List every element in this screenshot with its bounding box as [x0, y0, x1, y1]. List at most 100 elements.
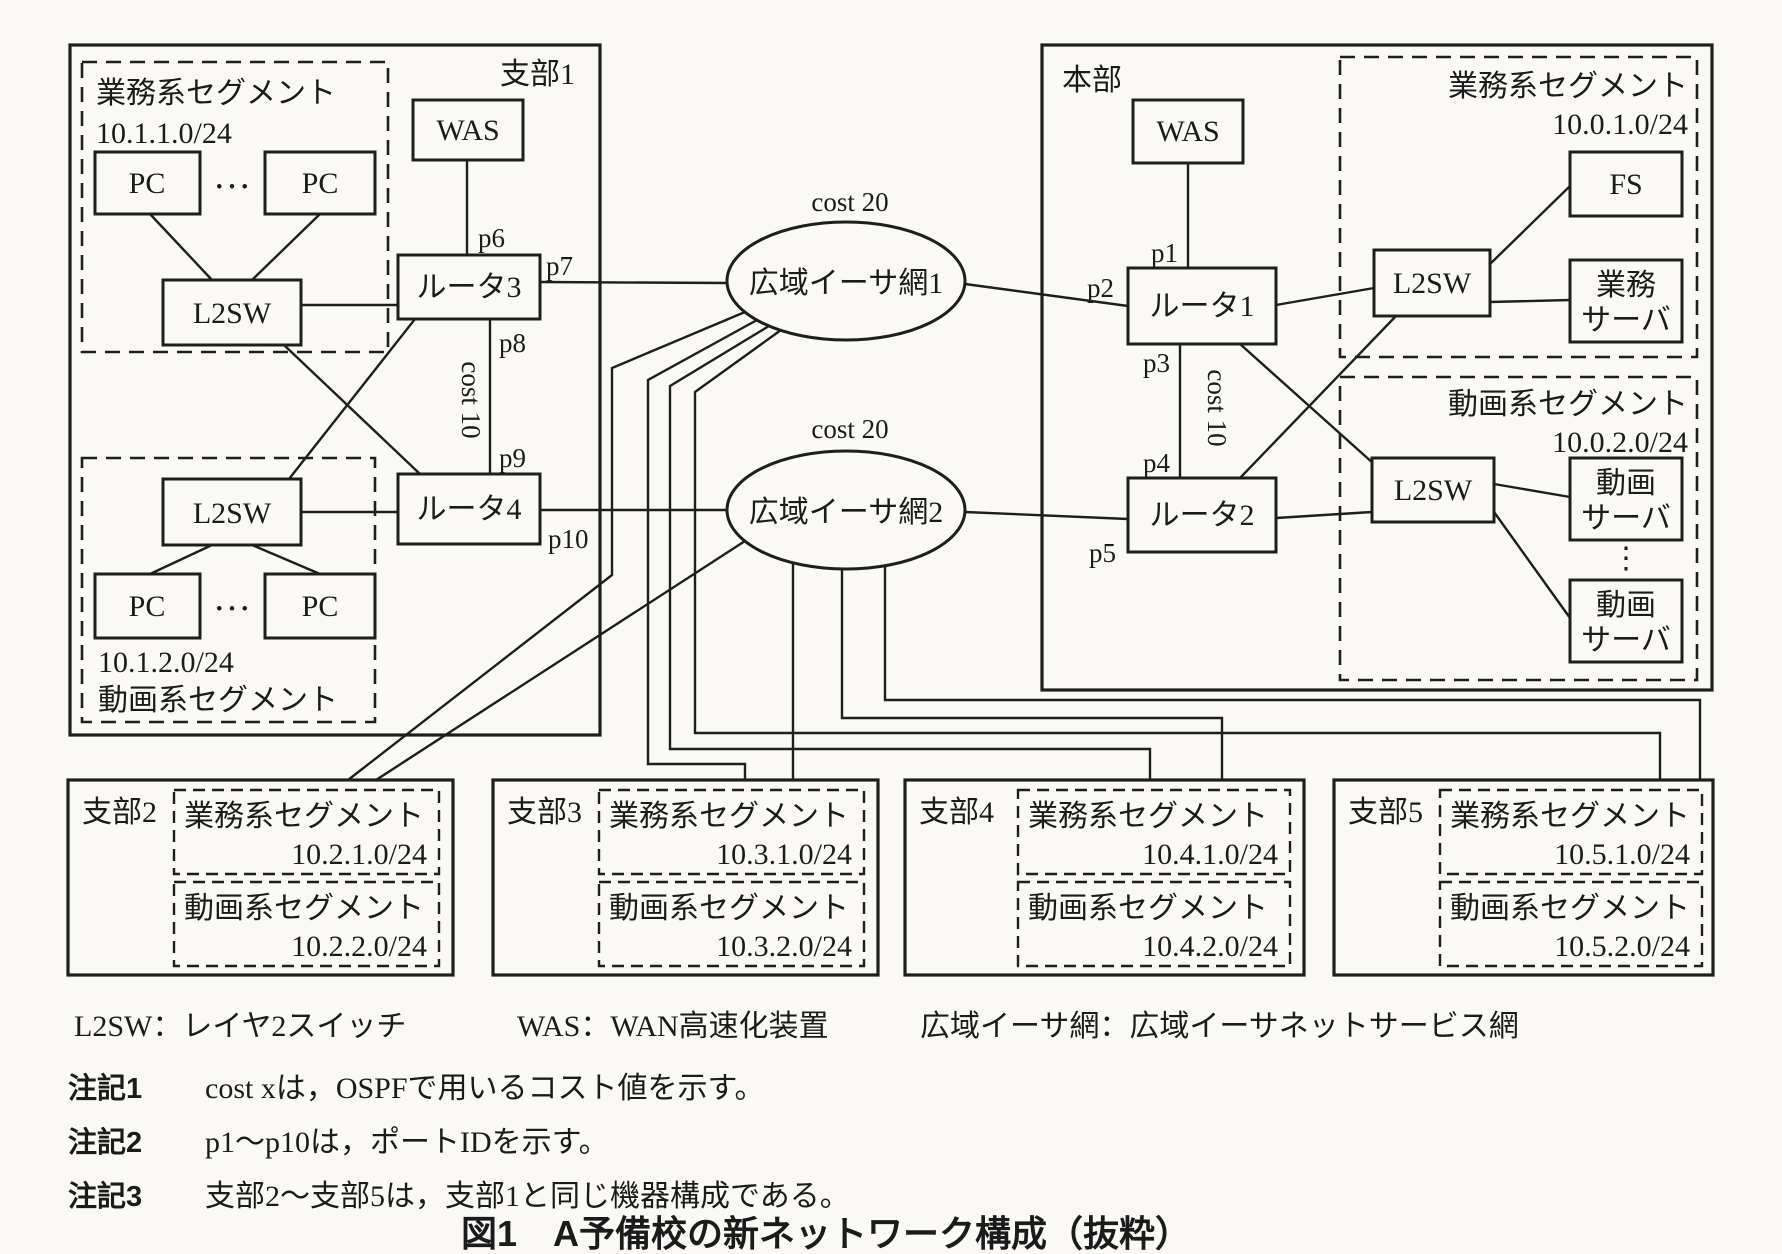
branch1-video-segment-label: 動画系セグメント [98, 684, 338, 717]
branch1-biz-segment-box [80, 60, 390, 354]
trunk-wan1-branch2 [347, 310, 746, 781]
was-box [1131, 98, 1245, 165]
biz-server-label-line1: 業務 [1596, 269, 1656, 302]
branch3-biz-segment-box [597, 788, 866, 876]
link-l2sw-top-router4 [283, 344, 421, 475]
video-server-label-line2: サーバ [1581, 502, 1671, 535]
branch3-video-cidr: 10.3.2.0/24 [716, 930, 852, 963]
fs-box [1568, 150, 1684, 218]
note1-text: cost xは，OSPFで用いるコスト値を示す。 [205, 1072, 765, 1105]
branch1-cost10-label: cost 10 [456, 361, 486, 438]
link-wan2-router2 [964, 510, 1129, 521]
branch5-video-segment-label: 動画系セグメント [1450, 892, 1690, 925]
pc-label: PC [302, 167, 339, 200]
pc-box [263, 572, 377, 640]
ellipsis-dots: … [213, 155, 251, 197]
hq-video-segment-box [1338, 375, 1699, 682]
video-server-label-line2: サーバ [1581, 624, 1671, 657]
trunk-wan1-branch5 [693, 329, 1662, 780]
wan1-label: 広域イーサ網1 [749, 267, 943, 300]
branch1-label: 支部1 [500, 58, 575, 91]
pc-label: PC [302, 590, 339, 623]
pc-box [93, 572, 202, 640]
hq-biz-cidr: 10.0.1.0/24 [1552, 108, 1688, 141]
legend-wan: 広域イーサ網：広域イーサネットサービス網 [920, 1010, 1519, 1043]
branch5-biz-segment-box [1438, 788, 1704, 876]
link-l2sw-videoserver1 [1493, 482, 1571, 499]
fs-label: FS [1609, 168, 1642, 201]
branch3-biz-cidr: 10.3.1.0/24 [716, 838, 852, 871]
router4-box [396, 472, 542, 546]
figure-title: 図1 A予備校の新ネットワーク構成（抜粋） [461, 1213, 1191, 1254]
hq-video-cidr: 10.0.2.0/24 [1552, 426, 1688, 459]
branch1-video-cidr: 10.1.2.0/24 [98, 646, 234, 679]
video-server-box [1568, 456, 1684, 542]
branch1-biz-segment-label: 業務系セグメント [96, 77, 336, 110]
ellipsis-dots: … [213, 577, 251, 619]
port-p1-label: p1 [1151, 238, 1178, 268]
port-p6-label: p6 [478, 223, 505, 253]
wan1-cloud [725, 220, 967, 342]
port-p7-label: p7 [546, 251, 573, 281]
port-p8-label: p8 [499, 328, 526, 358]
link-l2sw-pc3 [149, 543, 213, 576]
link-router1-l2sw-biz [1275, 286, 1375, 307]
branch5-video-cidr: 10.5.2.0/24 [1554, 930, 1690, 963]
link-router2-l2sw-video [1275, 510, 1373, 520]
branch3-label: 支部3 [507, 796, 582, 829]
branch3-video-segment-box [597, 880, 866, 968]
branch5-video-segment-box [1438, 880, 1704, 968]
wan2-cost-label: cost 20 [811, 414, 888, 444]
router3-label: ルータ3 [417, 271, 522, 304]
biz-server-box [1568, 258, 1684, 344]
branch2-box [66, 778, 455, 977]
trunk-wan1-branch3 [646, 318, 758, 780]
branch2-biz-segment-label: 業務系セグメント [184, 800, 424, 833]
router3-box [396, 253, 542, 321]
l2sw-label: L2SW [193, 497, 272, 530]
port-p10-label: p10 [548, 524, 589, 554]
branch4-label: 支部4 [919, 796, 994, 829]
link-l2sw-videoserver2 [1493, 511, 1571, 619]
l2sw-box [1370, 456, 1496, 524]
link-wan1-router1 [964, 282, 1129, 308]
router2-box [1126, 476, 1278, 554]
branch5-biz-cidr: 10.5.1.0/24 [1554, 838, 1690, 871]
link-l2sw-bizserver [1489, 298, 1571, 304]
router2-label: ルータ2 [1150, 499, 1255, 532]
link-l2sw-pc4 [251, 543, 321, 576]
l2sw-box [161, 278, 303, 347]
link-pc2-l2sw [251, 213, 321, 281]
router1-label: ルータ1 [1150, 290, 1255, 323]
l2sw-box [161, 477, 303, 547]
video-server-box [1568, 578, 1684, 664]
branch1-video-segment-box [80, 456, 377, 724]
branch4-video-segment-box [1016, 880, 1292, 968]
biz-server-label-line2: サーバ [1581, 304, 1671, 337]
was-box [411, 98, 525, 162]
hq-box [1040, 43, 1714, 692]
hq-biz-segment-box [1338, 55, 1699, 359]
note1-tag: 注記1 [68, 1071, 142, 1105]
l2sw-label: L2SW [1394, 474, 1473, 507]
branch3-box [491, 778, 880, 977]
port-p2-label: p2 [1087, 273, 1114, 303]
branch2-biz-cidr: 10.2.1.0/24 [291, 838, 427, 871]
wan1-cost-label: cost 20 [811, 187, 888, 217]
branch2-video-cidr: 10.2.2.0/24 [291, 930, 427, 963]
port-p4-label: p4 [1143, 448, 1171, 478]
trunk-wan1-branch4 [668, 324, 1152, 780]
link-router2-l2sw-biz [1239, 315, 1397, 479]
branch3-biz-segment-label: 業務系セグメント [609, 800, 849, 833]
branch4-video-segment-label: 動画系セグメント [1028, 892, 1268, 925]
branch4-box [903, 778, 1306, 977]
legend-l2sw: L2SW：レイヤ2スイッチ [74, 1010, 406, 1043]
branch5-label: 支部5 [1348, 796, 1423, 829]
pc-label: PC [129, 590, 166, 623]
note2-tag: 注記2 [68, 1125, 142, 1159]
note2-text: p1～p10は，ポートIDを示す。 [205, 1126, 609, 1159]
branch4-biz-segment-label: 業務系セグメント [1028, 800, 1268, 833]
video-server-label-line1: 動画 [1596, 589, 1656, 622]
port-p3-label: p3 [1143, 348, 1170, 378]
hq-biz-segment-label: 業務系セグメント [1448, 70, 1688, 103]
